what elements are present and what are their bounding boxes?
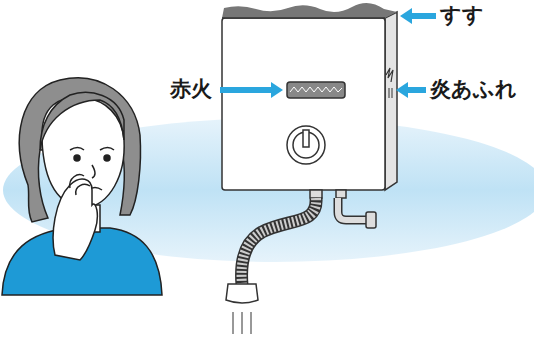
part-label: 赤火: [170, 78, 212, 101]
leader-arrow: [400, 8, 436, 24]
part-label: すす: [440, 4, 484, 27]
leader-arrow: [396, 82, 426, 98]
soot: [222, 3, 397, 18]
part-label: 炎あふれ: [430, 78, 517, 101]
woman-figure: [2, 78, 162, 295]
leader-arrow: [220, 82, 283, 98]
leader-arrows: [220, 8, 436, 98]
water-heater: [222, 3, 397, 334]
